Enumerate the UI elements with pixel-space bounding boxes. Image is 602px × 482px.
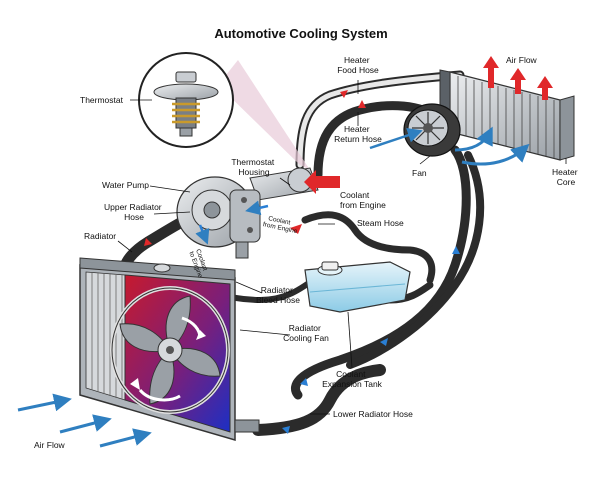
label-thermostat: Thermostat (80, 95, 124, 105)
hot-flow-arrow (144, 238, 152, 246)
label-heater-return-hose: Heater Return Hose (334, 124, 382, 144)
label-radiator-cooling-fan: Radiator Cooling Fan (283, 323, 329, 343)
label-steam-hose: Steam Hose (357, 218, 404, 228)
label-air-flow-top: Air Flow (506, 55, 538, 65)
label-air-flow-bottom: Air Flow (34, 440, 66, 450)
thermostat-zoom (138, 52, 310, 170)
label-radiator-bleed-hose: Radiator Bleed Hose (256, 285, 300, 305)
label-coolant-from-engine: Coolant from Engine (340, 190, 386, 210)
heater-core-icon (439, 69, 575, 161)
pump-down-arrow (195, 224, 210, 245)
cold-flow-arrow (282, 426, 290, 434)
coolant-flow-arrows (144, 90, 460, 434)
label-upper-radiator-hose: Upper Radiator Hose (104, 202, 164, 222)
air-to-fan-arrow (369, 128, 423, 150)
heat-arrows (483, 56, 553, 100)
cold-flow-arrow (380, 338, 388, 346)
label-coolant-expansion-tank: Coolant Expansion Tank (322, 369, 383, 389)
cold-flow-arrow (300, 378, 308, 386)
thermostat-icon (153, 71, 219, 137)
flow-label-coolant-from-engine: Coolant from Engine (262, 214, 300, 235)
heater-to-lower-hose (291, 145, 471, 400)
hot-flow-arrow (358, 100, 366, 108)
label-radiator: Radiator (84, 231, 116, 241)
leader-lines (117, 80, 567, 415)
label-heater-food-hose: Heater Food Hose (337, 55, 379, 75)
radiator-fan-icon (110, 286, 230, 414)
fan-air-arrows (454, 126, 530, 166)
label-fan: Fan (412, 168, 427, 178)
water-pump-icon (176, 176, 261, 259)
label-heater-core: Heater Core (552, 167, 580, 187)
cold-flow-arrow (452, 246, 460, 254)
coolant-from-engine-arrow (304, 170, 340, 194)
label-thermostat-housing: Thermostat Housing (231, 157, 276, 177)
hot-flow-arrow (290, 224, 302, 234)
label-lower-radiator-hose: Lower Radiator Hose (333, 409, 413, 419)
label-water-pump: Water Pump (102, 180, 149, 190)
air-flow-arrows-bottom (17, 393, 152, 448)
diagram-title: Automotive Cooling System (214, 26, 387, 41)
pump-flow-arrow (245, 200, 269, 216)
hot-flow-arrow (340, 90, 348, 98)
expansion-tank-icon (304, 261, 411, 313)
heater-fan-icon (403, 103, 461, 157)
steam-hose (301, 211, 436, 284)
labels: Thermostat Heater Food Hose Air Flow Hea… (34, 55, 580, 450)
